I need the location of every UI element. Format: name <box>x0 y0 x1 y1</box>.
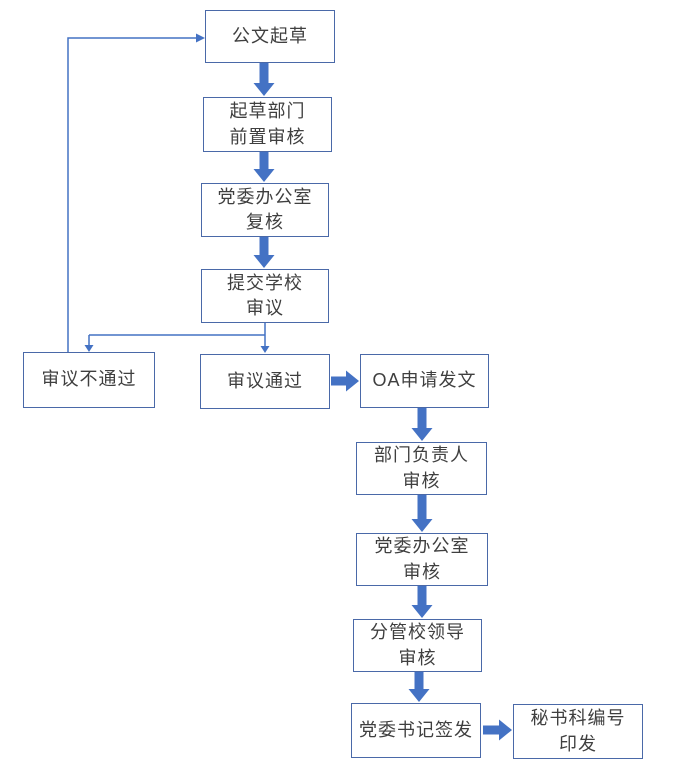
node-oa-apply: OA申请发文 <box>360 354 489 408</box>
arrowhead-into-draft <box>196 33 205 43</box>
edge-office-to-leader <box>411 586 433 618</box>
node-numbering-issue: 秘书科编号 印发 <box>513 704 643 759</box>
node-school-leader-review: 分管校领导 审核 <box>353 619 482 672</box>
arrowhead-into-rejected <box>84 345 94 352</box>
edge-sign-to-numbering <box>483 719 512 741</box>
edge-leader-to-secretary <box>408 672 430 702</box>
edge-recheck-to-submit <box>253 237 275 268</box>
node-office-review: 党委办公室 审核 <box>356 533 488 586</box>
node-review-passed: 审议通过 <box>200 354 330 409</box>
node-review-rejected: 审议不通过 <box>23 352 155 408</box>
edge-rejected-to-draft <box>67 37 196 352</box>
edge-review-split <box>88 323 266 346</box>
node-secretary-sign: 党委书记签发 <box>351 703 481 758</box>
node-submit-school-review: 提交学校 审议 <box>201 269 329 323</box>
node-dept-head-review: 部门负责人 审核 <box>356 442 487 495</box>
edge-dept-head-to-office <box>411 495 433 532</box>
edge-passed-to-oa <box>331 370 359 392</box>
edge-draft-to-pre-review <box>253 63 275 96</box>
node-draft: 公文起草 <box>205 10 335 63</box>
node-office-recheck: 党委办公室 复核 <box>201 183 329 237</box>
edge-oa-to-dept-head <box>411 408 433 441</box>
edge-pre-review-to-recheck <box>253 152 275 182</box>
node-dept-pre-review: 起草部门 前置审核 <box>203 97 332 152</box>
arrowhead-into-passed <box>260 346 270 353</box>
